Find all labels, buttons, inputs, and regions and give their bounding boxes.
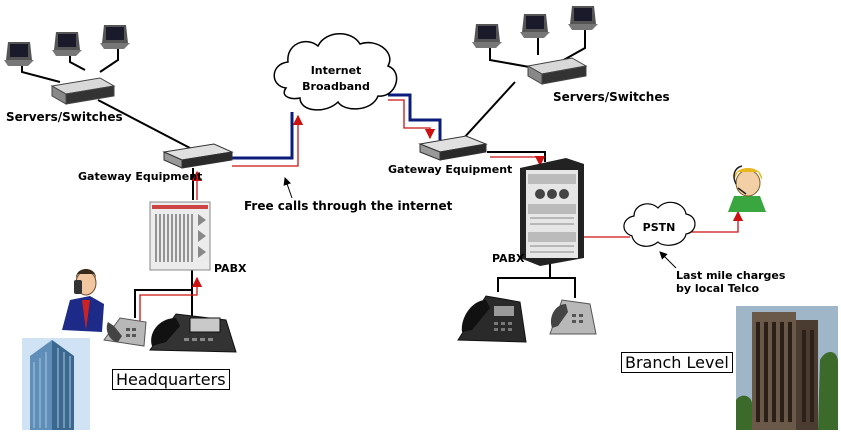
branch-pabx-label: PABX: [492, 252, 525, 265]
branch-phone-1-icon: [457, 295, 527, 343]
hq-computer-1-icon: [4, 42, 34, 66]
hq-computer-3-icon: [100, 25, 130, 49]
branch-pabx-icon: [520, 158, 584, 266]
pstn-cloud-label: PSTN: [643, 221, 676, 234]
branch-computer-2-icon: [520, 14, 550, 38]
free-calls-label: Free calls through the internet: [244, 199, 453, 213]
hq-caller-person-icon: [62, 269, 104, 332]
branch-servers-label: Servers/Switches: [553, 90, 670, 104]
hq-gateway-label: Gateway Equipment: [78, 170, 203, 183]
branch-computer-1-icon: [472, 24, 502, 48]
broadband-links: [232, 93, 442, 160]
hq-pabx-label: PABX: [214, 262, 247, 275]
branch-switch-icon: [526, 57, 588, 85]
last-mile-label-line1: Last mile charges: [676, 269, 786, 282]
internet-cloud-icon: [273, 33, 398, 111]
headquarters-label: Headquarters: [112, 369, 230, 390]
hq-servers-label: Servers/Switches: [6, 110, 123, 124]
hq-switch-icon: [50, 77, 116, 105]
branch-building-icon: [736, 306, 838, 430]
hq-gateway-icon: [162, 143, 234, 169]
last-mile-arrow: [659, 251, 677, 269]
branch-gateway-label: Gateway Equipment: [388, 163, 513, 176]
pstn-cloud-icon: [623, 201, 696, 247]
branch-phone-2-icon: [549, 299, 597, 335]
last-mile-label-line2: by local Telco: [676, 282, 760, 295]
branch-computer-3-icon: [568, 6, 598, 30]
branch-gateway-icon: [418, 135, 488, 161]
headquarters-building-icon: [22, 338, 90, 430]
call-path: [139, 99, 744, 325]
hq-computer-2-icon: [52, 32, 82, 56]
hq-phone-1-icon: [103, 317, 147, 347]
branch-level-label: Branch Level: [621, 352, 733, 373]
internet-cloud-label-line1: Internet: [311, 64, 362, 77]
free-calls-arrow: [283, 177, 293, 199]
branch-operator-person-icon: [728, 165, 766, 212]
hq-pabx-icon: [149, 201, 211, 271]
hq-phone-2-icon: [149, 313, 237, 353]
internet-cloud-label-line2: Broadband: [302, 80, 370, 93]
